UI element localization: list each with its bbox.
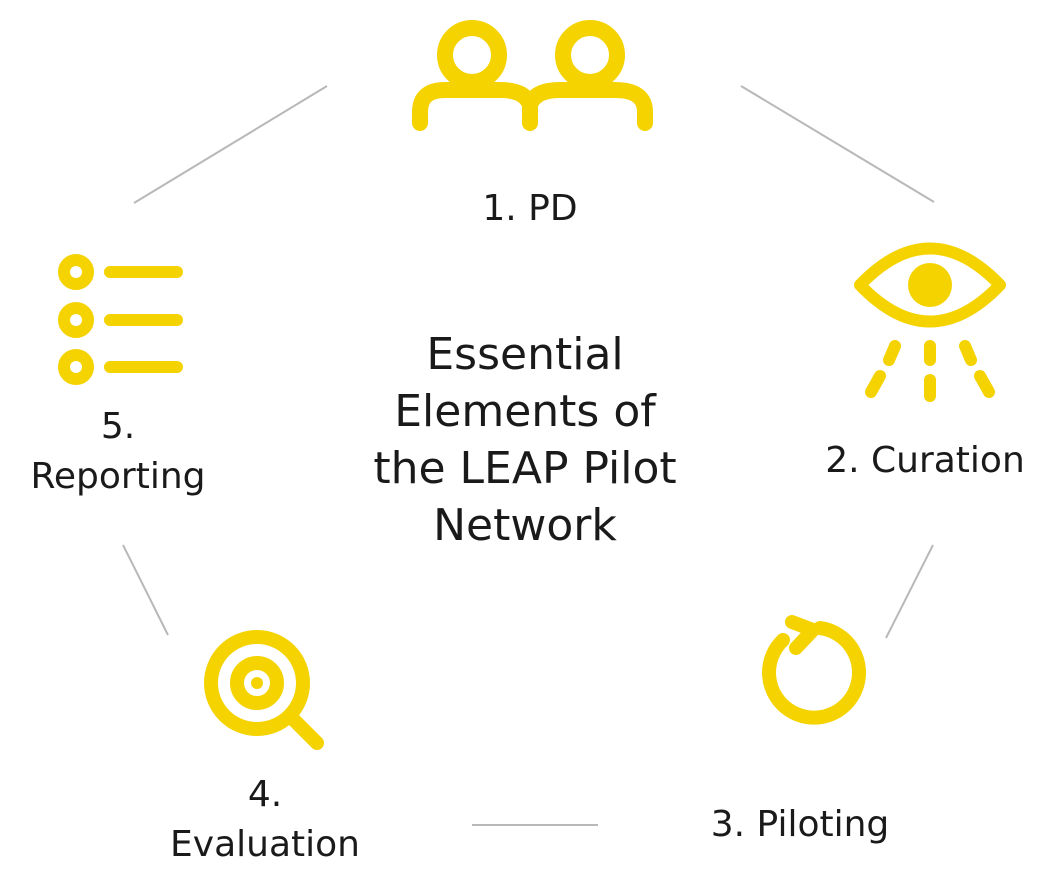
connectors [122, 85, 935, 826]
magnifier-target-icon [204, 630, 324, 750]
label-evaluation-text: Evaluation [170, 824, 360, 865]
center-title-line: Elements of [394, 386, 656, 437]
label-curation-text: 2. Curation [825, 440, 1025, 481]
center-title-line: Essential [426, 329, 624, 380]
people-icon [412, 20, 653, 131]
label-reporting-number: 5. [100, 406, 136, 447]
label-evaluation: 4. Evaluation [145, 770, 385, 870]
label-pd: 1. PD [440, 184, 620, 234]
label-pd-text: 1. PD [482, 188, 578, 229]
refresh-icon [762, 615, 866, 725]
center-title-line: the LEAP Pilot [373, 443, 677, 494]
eye-icon [854, 242, 1006, 402]
list-icon [58, 254, 183, 385]
connector-curation-piloting [885, 544, 934, 639]
label-piloting: 3. Piloting [680, 800, 920, 850]
center-title: Essential Elements of the LEAP Pilot Net… [320, 326, 730, 554]
connector-reporting-pd [133, 85, 328, 204]
connector-evaluation-reporting [122, 544, 169, 636]
label-reporting-text: Reporting [30, 456, 206, 497]
label-reporting: 5. Reporting [8, 402, 228, 502]
label-evaluation-number: 4. [247, 774, 283, 815]
connector-pd-curation [740, 85, 935, 203]
center-title-line: Network [433, 500, 617, 551]
label-curation: 2. Curation [805, 436, 1045, 486]
label-piloting-text: 3. Piloting [710, 804, 890, 845]
